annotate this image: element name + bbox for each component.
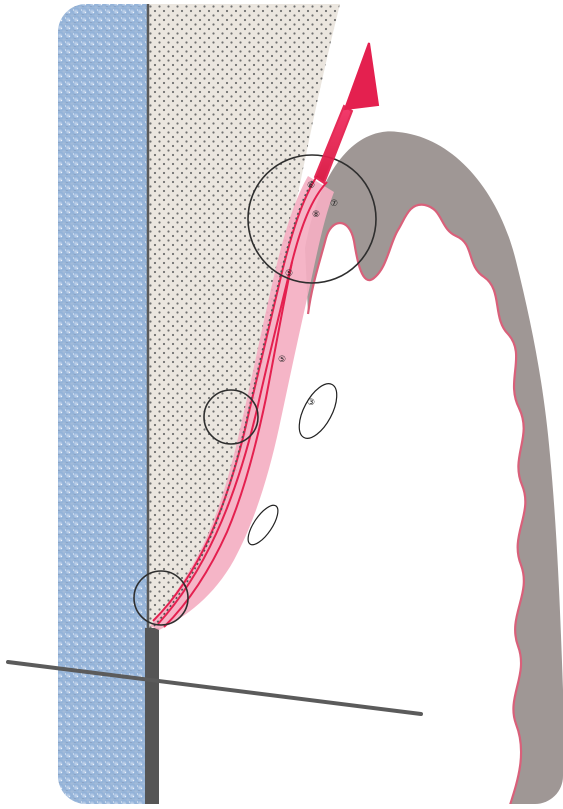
label-circle-e: ⑤ (278, 355, 286, 365)
label-circle-d: ⑤ (285, 269, 293, 279)
dark-column (145, 628, 159, 805)
label-circle-f: ③ (307, 398, 315, 408)
clipped-art: ⑥ ⑦ ⑧ ⑤ ⑤ ③ (58, 4, 563, 805)
label-circle-c: ⑧ (312, 210, 320, 220)
label-circle-b: ⑦ (330, 199, 338, 209)
label-circle-a: ⑥ (307, 181, 315, 191)
blue-speckle-panel (58, 4, 148, 804)
